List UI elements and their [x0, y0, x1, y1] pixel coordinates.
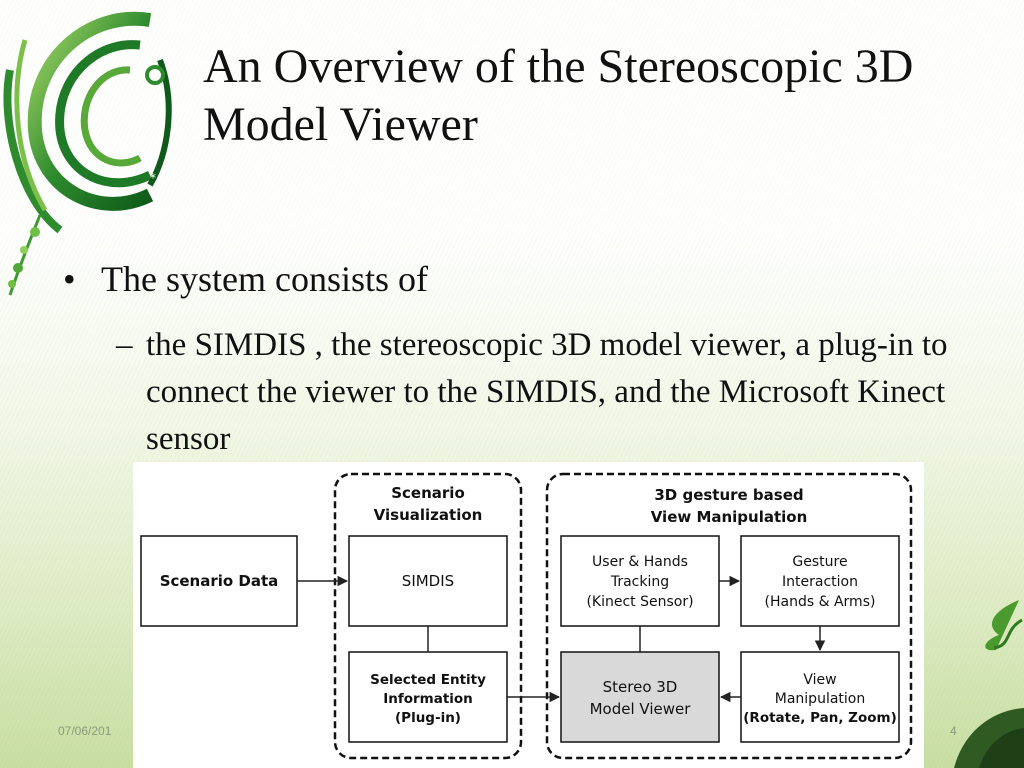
node-scenario-data [140, 535, 298, 627]
group-gesture-view-manipulation [545, 472, 913, 760]
node-view-manipulation [740, 651, 900, 743]
green-swirl-logo-icon: * * [3, 11, 172, 296]
architecture-diagram: Scenario Visualization 3D gesture based … [133, 462, 924, 768]
node-gesture-label-2: Interaction [782, 574, 858, 590]
bullet-mark: • [63, 259, 76, 299]
slide-title: An Overview of the Stereoscopic 3D Model… [203, 38, 1003, 154]
svg-text:*: * [150, 171, 156, 185]
group-scenario-visualization [333, 472, 523, 760]
node-user-hands-label-2: Tracking [610, 574, 669, 590]
node-view-manip-label-1: View [803, 672, 836, 688]
group-gesture-label-1: 3D gesture based [654, 486, 803, 504]
node-gesture-label-3: (Hands & Arms) [765, 594, 876, 610]
node-stereo-label-1: Stereo 3D [603, 678, 678, 696]
node-selected-entity-label-2: Information [383, 691, 473, 707]
group-gesture-label-2: View Manipulation [651, 508, 808, 526]
node-user-hands-tracking [560, 535, 720, 627]
node-selected-entity-label-3: (Plug-in) [395, 710, 461, 726]
bullet-level-2: – the SIMDIS , the stereoscopic 3D model… [116, 322, 966, 463]
node-scenario-data-label: Scenario Data [160, 572, 279, 590]
node-user-hands-label-1: User & Hands [592, 554, 688, 570]
group-scenario-label-2: Visualization [374, 506, 483, 524]
foliage-decoration-icon [954, 600, 1024, 768]
node-view-manip-label-2: Manipulation [775, 691, 865, 707]
node-stereo-3d-model-viewer [560, 651, 720, 743]
bullet-text: The system consists of [101, 259, 428, 299]
node-stereo-label-2: Model Viewer [590, 700, 692, 718]
node-selected-entity-label-1: Selected Entity [370, 672, 486, 688]
svg-text:*: * [140, 150, 148, 169]
sub-bullet-text: the SIMDIS , the stereoscopic 3D model v… [146, 327, 948, 457]
title-line-2: Model Viewer [203, 98, 478, 151]
node-user-hands-label-3: (Kinect Sensor) [586, 594, 693, 610]
node-simdis-label: SIMDIS [402, 572, 454, 590]
title-line-1: An Overview of the Stereoscopic 3D [203, 40, 914, 93]
node-gesture-label-1: Gesture [792, 554, 847, 570]
slide-page-number: 4 [950, 724, 957, 738]
node-selected-entity [348, 651, 508, 743]
sub-bullet-dash: – [116, 327, 133, 363]
footer-date: 07/06/201 [58, 724, 112, 738]
node-view-manip-label-3: (Rotate, Pan, Zoom) [743, 710, 897, 726]
bullet-level-1: • The system consists of [63, 255, 963, 303]
node-gesture-interaction [740, 535, 900, 627]
group-scenario-label-1: Scenario [391, 484, 465, 502]
